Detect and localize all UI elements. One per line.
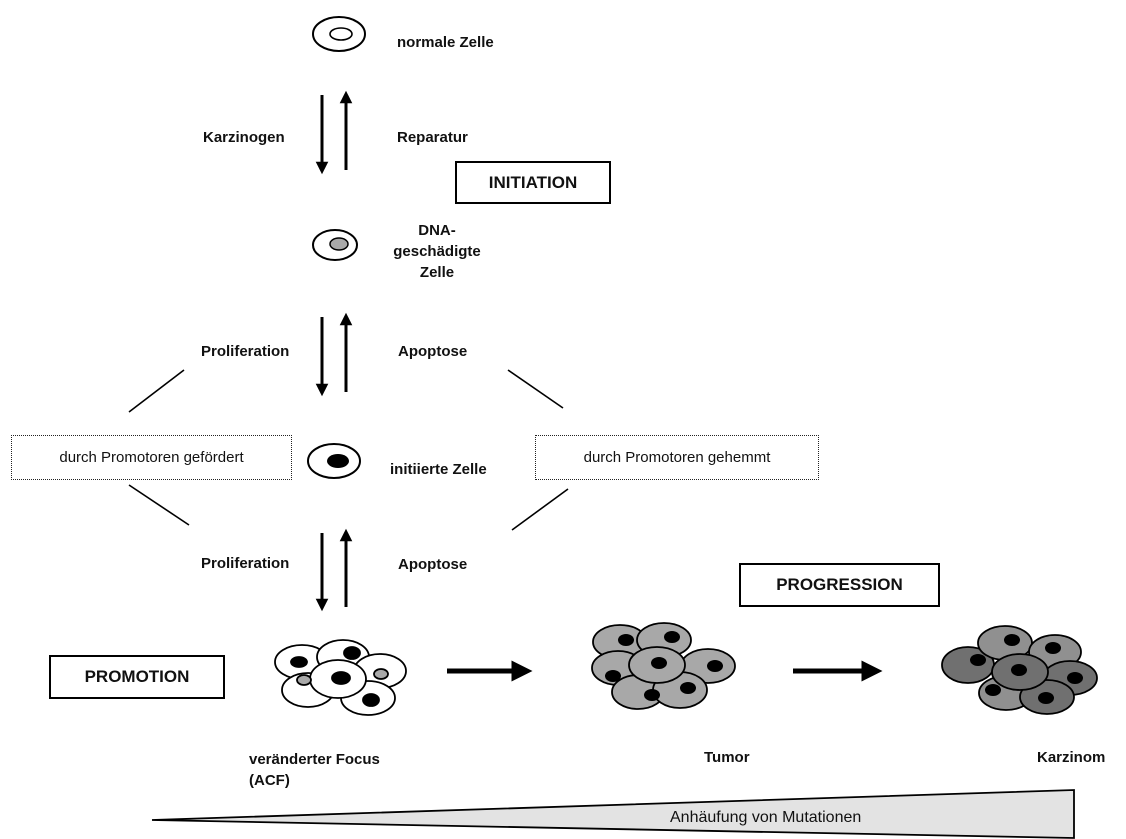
normal-cell-icon (312, 16, 366, 52)
focus-cluster-icon (274, 639, 407, 716)
proliferation-label-2: Proliferation (201, 555, 290, 572)
dna-damaged-line-2: geschädigte (393, 243, 481, 260)
carcinoma-label: Karzinom (1037, 749, 1106, 766)
promoters-inhibit-box: durch Promotoren gehemmt (535, 435, 819, 480)
mutation-wedge (151, 789, 1075, 839)
arrow-pair-proliferation-apoptosis-2 (315, 528, 353, 612)
connector-lines (128, 369, 569, 531)
arrow-pair-carcinogen-repair (315, 90, 353, 175)
initiated-cell-icon (307, 443, 361, 479)
focus-label-line-1: veränderter Focus (249, 751, 380, 768)
proliferation-label-1: Proliferation (201, 343, 290, 360)
arrow-pair-proliferation-apoptosis-1 (315, 312, 353, 397)
dna-damaged-cell-icon (312, 229, 358, 261)
focus-label-line-2: (ACF) (249, 772, 290, 789)
carcinogen-label: Karzinogen (203, 129, 285, 146)
progression-stage-box: PROGRESSION (739, 563, 940, 607)
dna-damaged-cell-label: DNA- geschädigte Zelle (387, 220, 487, 283)
promotion-stage-box: PROMOTION (49, 655, 225, 699)
mutation-wedge-label: Anhäufung von Mutationen (670, 809, 862, 826)
initiation-stage-box: INITIATION (455, 161, 611, 204)
promoters-promote-box: durch Promotoren gefördert (11, 435, 292, 480)
dna-damaged-line-1: DNA- (418, 222, 456, 239)
initiated-cell-label: initiierte Zelle (390, 461, 487, 478)
focus-label: veränderter Focus (ACF) (249, 749, 380, 791)
carcinoma-cluster-icon (941, 625, 1098, 715)
apoptosis-label-2: Apoptose (398, 556, 468, 573)
normal-cell-label: normale Zelle (397, 34, 494, 51)
tumor-cluster-icon (591, 622, 736, 710)
dna-damaged-line-3: Zelle (419, 264, 455, 281)
apoptosis-label-1: Apoptose (398, 343, 468, 360)
repair-label: Reparatur (397, 129, 468, 146)
tumor-label: Tumor (704, 749, 750, 766)
